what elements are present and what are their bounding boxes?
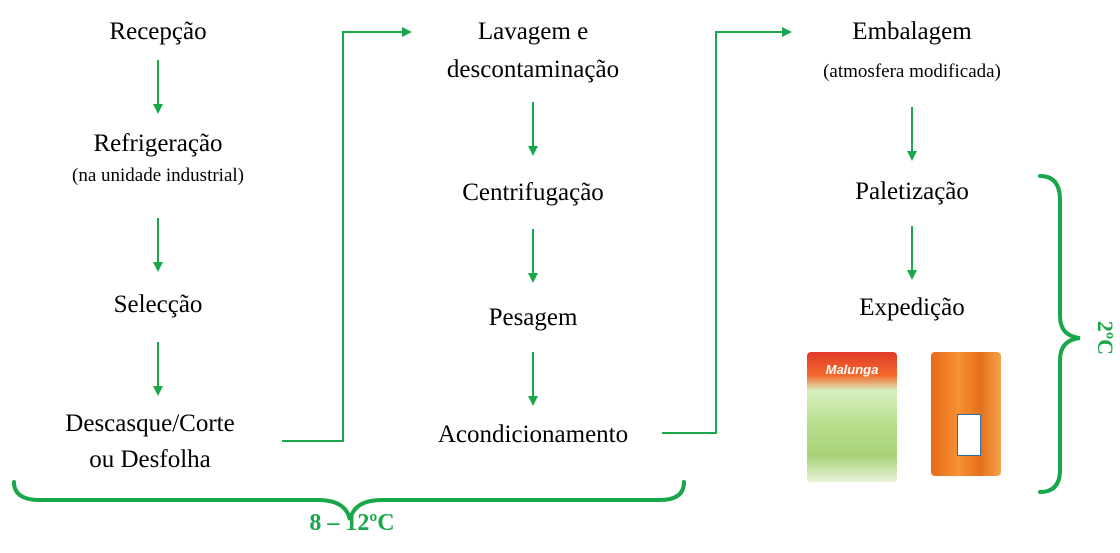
step-centrifugacao: Centrifugação [462, 179, 604, 206]
temperature-2c: 2ºC [1093, 320, 1118, 356]
step-recepcao: Recepção [109, 18, 207, 45]
right-brace [1038, 174, 1081, 494]
lettuce-bag-image: Malunga [807, 352, 897, 482]
product-brand-label: Malunga [825, 362, 879, 377]
bottom-brace [12, 480, 686, 521]
step-seleccao: Selecção [113, 291, 203, 318]
step-desfolha: ou Desfolha [89, 446, 211, 473]
temperature-range-8-12: 8 – 12ºC [309, 510, 395, 536]
step-descasque: Descasque/Corte [65, 410, 235, 437]
step-refrigeracao: Refrigeração [93, 130, 223, 157]
step-expedicao: Expedição [859, 294, 965, 321]
step-refrigeracao-note: (na unidade industrial) [71, 165, 245, 186]
step-paletizacao: Paletização [855, 178, 969, 205]
connector-arrow [282, 27, 412, 442]
step-embalagem-note: (atmosfera modificada) [823, 61, 1001, 82]
package-tag [957, 414, 981, 456]
step-embalagem: Embalagem [852, 18, 972, 45]
step-descontaminacao: descontaminação [446, 56, 620, 83]
connector-arrow [662, 27, 792, 434]
step-pesagem: Pesagem [488, 304, 578, 331]
step-lavagem: Lavagem e [477, 18, 589, 45]
step-acondicionamento: Acondicionamento [437, 421, 629, 448]
carrot-bag-image [931, 352, 1001, 476]
